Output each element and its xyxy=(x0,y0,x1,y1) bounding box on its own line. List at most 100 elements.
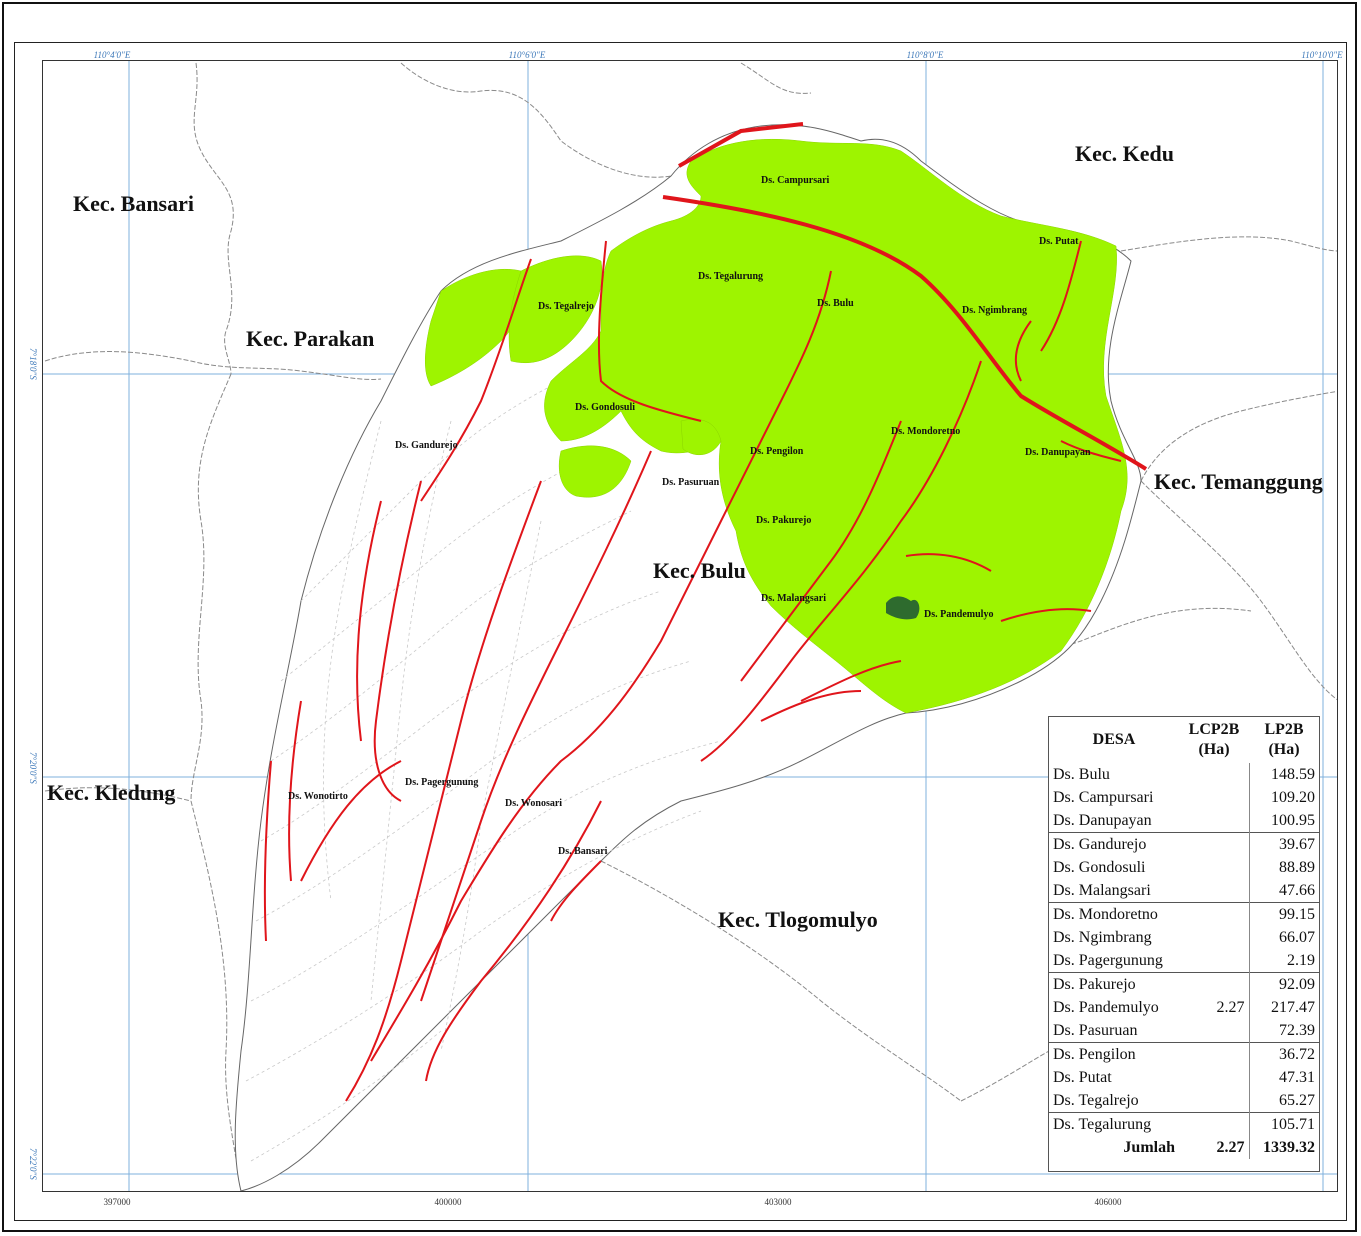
desa-cell: Ds. Pandemulyo xyxy=(1053,999,1159,1016)
desa-cell: Ds. Tegalrejo xyxy=(1053,1092,1139,1109)
kecamatan-label: Kec. Temanggung xyxy=(1154,469,1323,494)
desa-label: Ds. Tegalrejo xyxy=(538,301,594,312)
lp2b-area xyxy=(424,138,1128,714)
desa-label: Ds. Wonosari xyxy=(505,798,563,809)
table-row: Ds. Mondoretno 99.15 xyxy=(1049,902,1319,926)
district-boundaries xyxy=(44,62,1337,1191)
desa-label: Ds. Pengilon xyxy=(750,446,804,457)
total-lcp2b: 2.27 xyxy=(1216,1139,1245,1156)
lcp2b-cell xyxy=(1179,949,1249,973)
desa-label: Ds. Danupayan xyxy=(1025,447,1091,458)
header-lp2b: LP2B (Ha) xyxy=(1249,717,1319,763)
desa-label: Ds. Pagergunung xyxy=(405,777,479,788)
lcp2b-cell xyxy=(1179,972,1249,996)
coord-left-label: 7°22'0"S xyxy=(28,1148,38,1180)
lp2b-cell: 217.47 xyxy=(1248,996,1319,1019)
lcp2b-cell xyxy=(1179,1019,1249,1043)
table-row: Ds. Pakurejo 92.09 xyxy=(1049,972,1319,996)
coord-top-label: 110°8'0"E xyxy=(906,50,944,60)
map-frame xyxy=(14,42,1347,1221)
desa-cell: Ds. Gandurejo xyxy=(1049,832,1179,856)
kecamatan-label: Kec. Bulu xyxy=(653,558,746,583)
lp2b-cell: 66.07 xyxy=(1248,926,1319,949)
lp2b-cell: 36.72 xyxy=(1248,1042,1319,1066)
coord-bottom-label: 406000 xyxy=(1094,1197,1122,1207)
total-lp2b: 1339.32 xyxy=(1248,1136,1319,1159)
kecamatan-label: Kec. Kledung xyxy=(47,780,176,805)
desa-label: Ds. Tegalurung xyxy=(698,271,764,282)
header-lcp2b-line1: LCP2B xyxy=(1188,721,1240,738)
lcp2b-area xyxy=(886,596,920,620)
coord-left-label: 7°18'0"S xyxy=(28,348,38,380)
kecamatan-label: Kec. Kedu xyxy=(1075,141,1174,166)
lp2b-cell: 109.20 xyxy=(1248,786,1319,809)
lp2b-cell: 47.66 xyxy=(1248,879,1319,903)
lcp2b-cell xyxy=(1179,763,1249,786)
desa-label: Ds. Bulu xyxy=(817,298,854,309)
kecamatan-label: Kec. Bansari xyxy=(73,191,194,216)
desa-label: Ds. Ngimbrang xyxy=(962,305,1028,316)
lcp2b-cell xyxy=(1179,1089,1249,1113)
roads xyxy=(263,122,1148,1102)
desa-label: Ds. Malangsari xyxy=(761,593,826,604)
lcp2b-cell xyxy=(1179,926,1249,949)
desa-cell: Ds. Tegalurung xyxy=(1049,1112,1179,1136)
table-row: Ds. Bulu 148.59 xyxy=(1049,763,1319,786)
header-lp2b-line1: LP2B xyxy=(1264,721,1304,738)
lp2b-cell: 100.95 xyxy=(1248,809,1319,833)
desa-cell: Ds. Pasuruan xyxy=(1053,1022,1138,1039)
desa-cell: Ds. Bulu xyxy=(1053,766,1110,783)
desa-label: Ds. Pasuruan xyxy=(662,477,720,488)
desa-cell: Ds. Pakurejo xyxy=(1049,972,1179,996)
desa-label: Ds. Gandurejo xyxy=(395,440,458,451)
map-canvas xyxy=(43,61,1337,1191)
lcp2b-cell xyxy=(1179,809,1249,833)
lcp2b-cell: 2.27 xyxy=(1216,999,1245,1016)
desa-cell: Ds. Mondoretno xyxy=(1049,902,1179,926)
desa-cell: Ds. Pengilon xyxy=(1049,1042,1179,1066)
lp2b-cell: 88.89 xyxy=(1248,856,1319,879)
table-row: Ds. Malangsari 47.66 xyxy=(1049,879,1319,903)
lcp2b-cell xyxy=(1179,786,1249,809)
lp2b-cell: 2.19 xyxy=(1248,949,1319,973)
coord-bottom-label: 400000 xyxy=(434,1197,462,1207)
lcp2b-cell xyxy=(1179,832,1249,856)
lcp2b-cell xyxy=(1179,1066,1249,1089)
header-lp2b-line2: (Ha) xyxy=(1268,741,1300,758)
header-lcp2b-line2: (Ha) xyxy=(1198,741,1230,758)
coord-top-label: 110°6'0"E xyxy=(508,50,546,60)
desa-cell: Ds. Putat xyxy=(1053,1069,1112,1086)
lp2b-cell: 105.71 xyxy=(1248,1112,1319,1136)
desa-label: Ds. Mondoretno xyxy=(891,426,961,437)
lp2b-cell: 65.27 xyxy=(1248,1089,1319,1113)
desa-cell: Ds. Danupayan xyxy=(1053,812,1152,829)
lcp2b-cell xyxy=(1179,856,1249,879)
kecamatan-label: Kec. Tlogomulyo xyxy=(718,907,878,932)
kecamatan-label: Kec. Parakan xyxy=(246,326,375,351)
table-row: Ds. Tegalrejo 65.27 xyxy=(1049,1089,1319,1113)
table-row: Ds. Tegalurung 105.71 xyxy=(1049,1112,1319,1136)
total-label: Jumlah xyxy=(1123,1139,1175,1156)
table-row: Ds. Gandurejo 39.67 xyxy=(1049,832,1319,856)
lp2b-cell: 99.15 xyxy=(1248,902,1319,926)
coord-left-label: 7°20'0"S xyxy=(28,752,38,784)
coord-bottom-label: 397000 xyxy=(103,1197,131,1207)
table-row: Ds. Danupayan 100.95 xyxy=(1049,809,1319,833)
header-lcp2b: LCP2B (Ha) xyxy=(1179,717,1249,763)
desa-cell: Ds. Malangsari xyxy=(1053,882,1151,899)
desa-label: Ds. Gondosuli xyxy=(575,402,636,413)
lp2b-cell: 92.09 xyxy=(1248,972,1319,996)
desa-cell: Ds. Ngimbrang xyxy=(1053,929,1152,946)
lp2b-cell: 148.59 xyxy=(1248,763,1319,786)
desa-label: Ds. Pandemulyo xyxy=(924,609,994,620)
lp2b-cell: 39.67 xyxy=(1248,832,1319,856)
desa-label: Ds. Bansari xyxy=(558,846,608,857)
lcp2b-cell xyxy=(1179,879,1249,903)
lcp2b-cell xyxy=(1179,1112,1249,1136)
